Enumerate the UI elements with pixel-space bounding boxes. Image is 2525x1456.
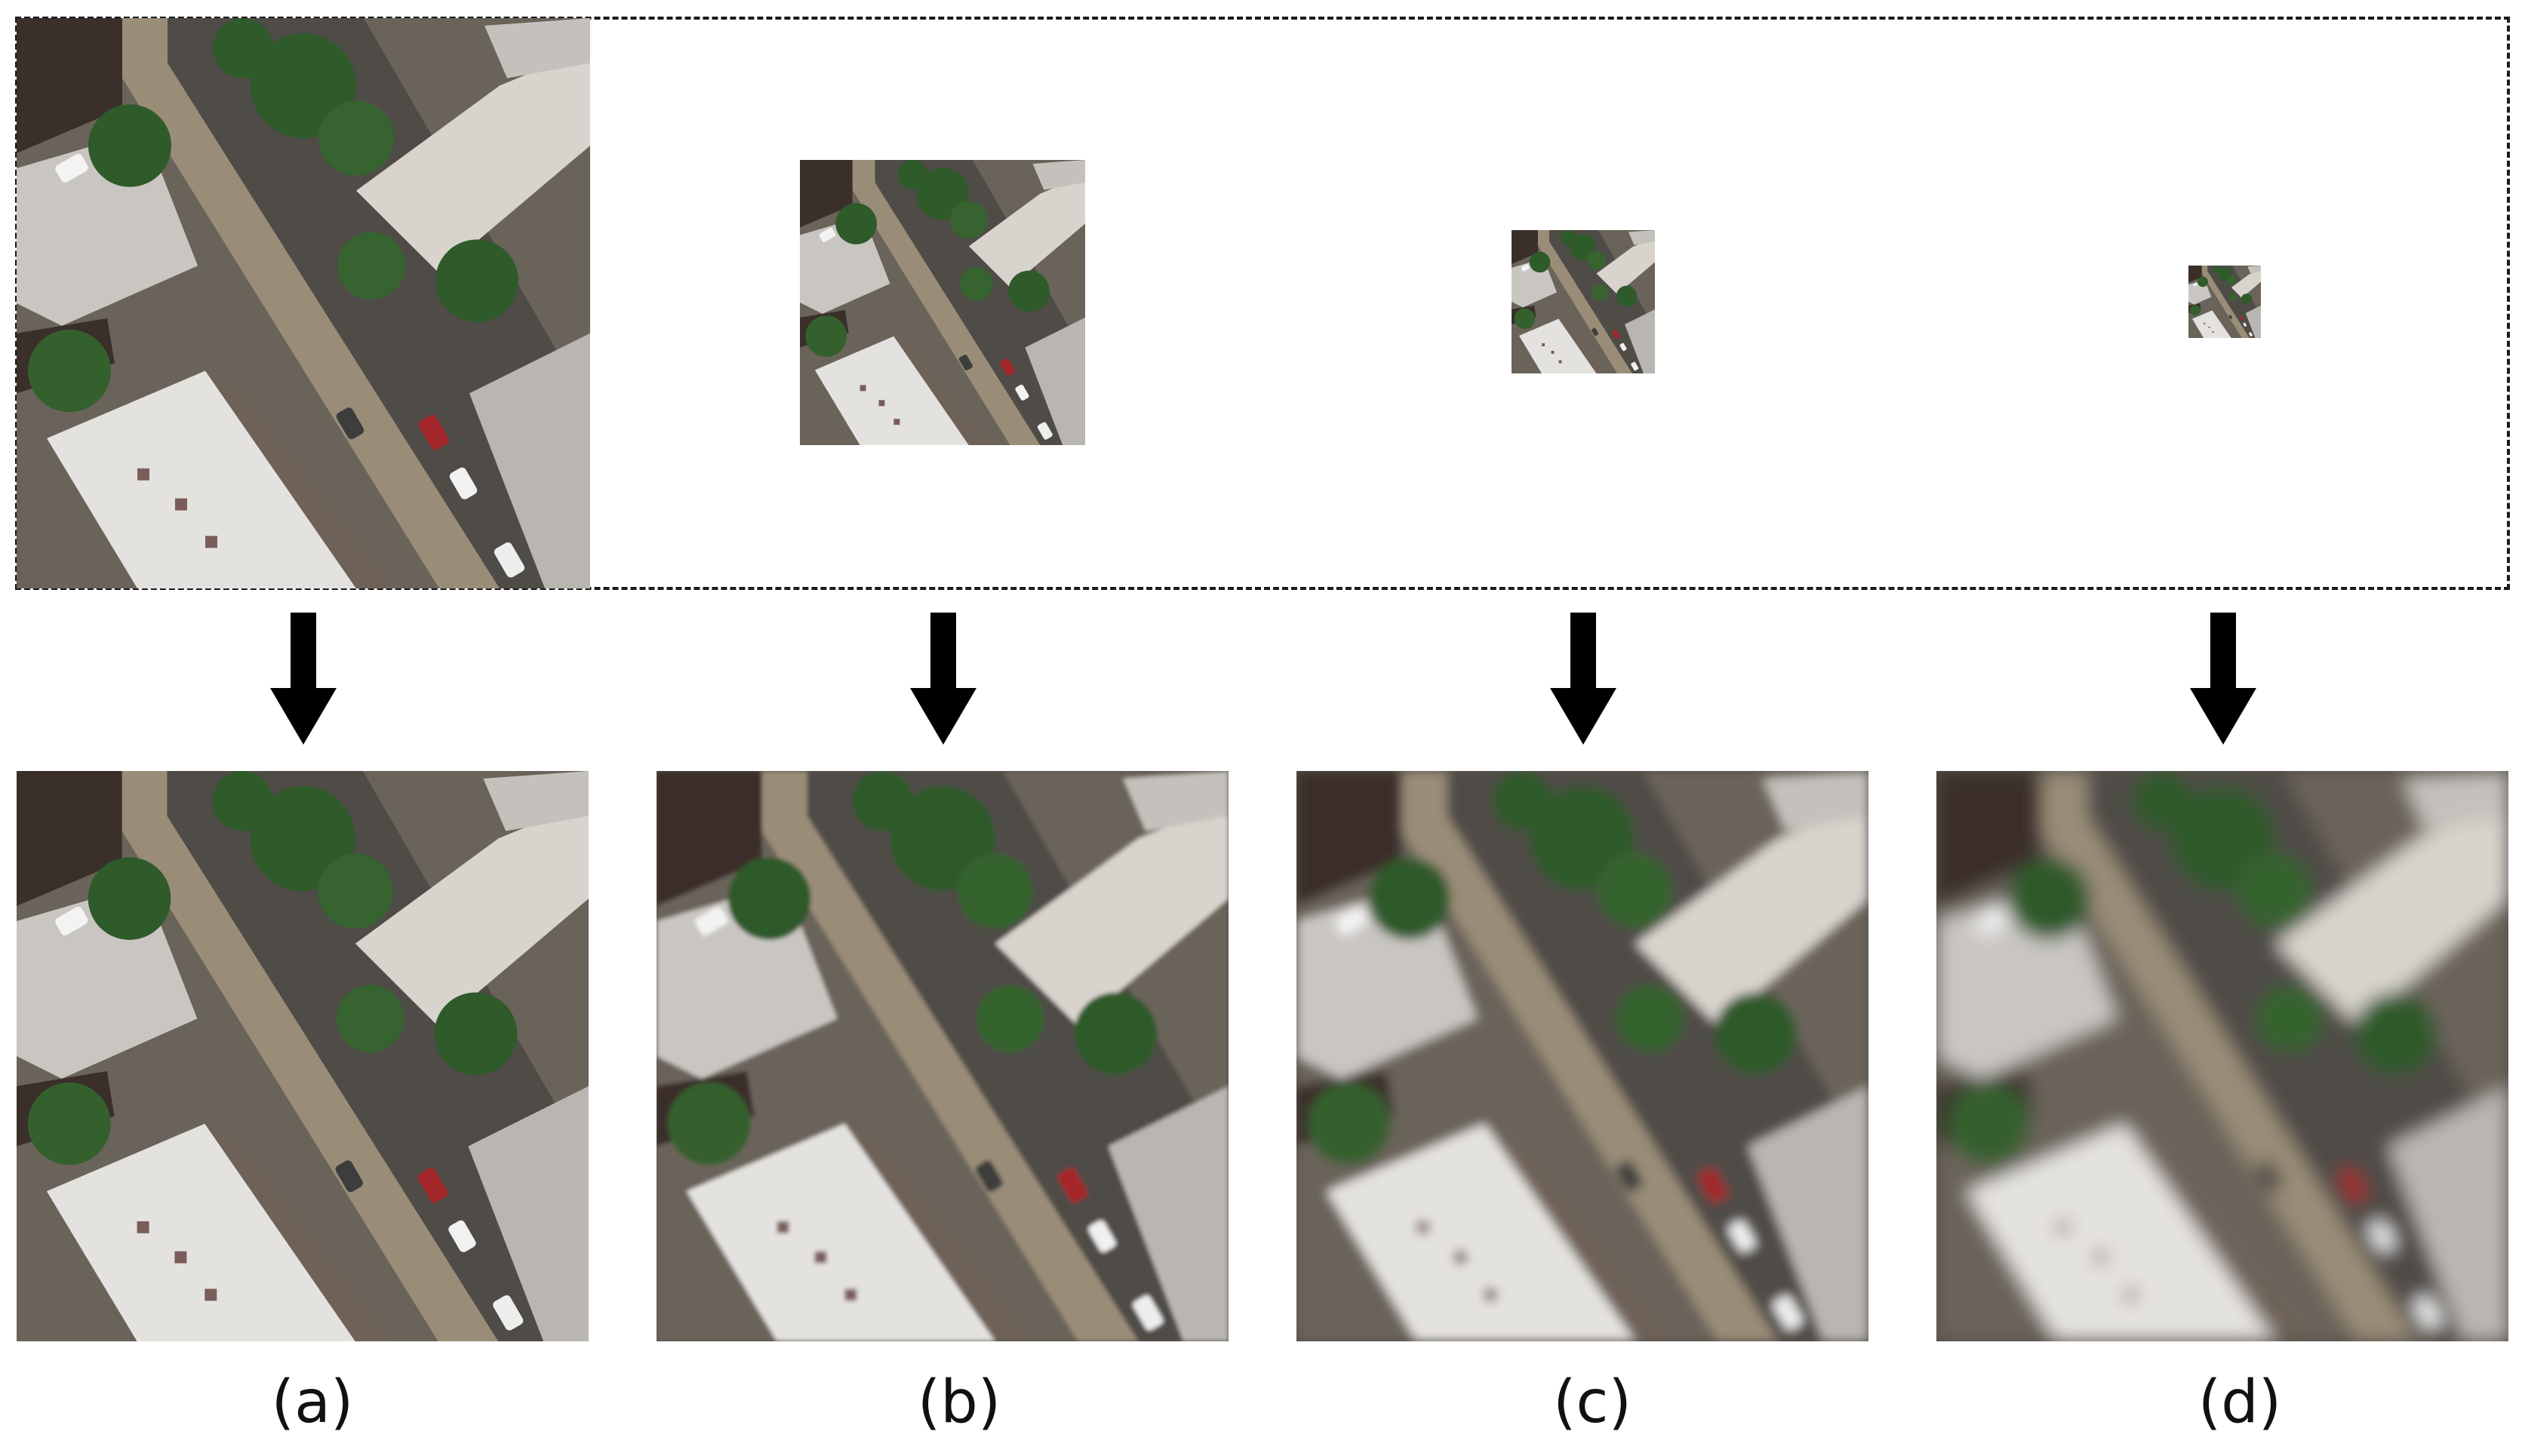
caption-c: (c) bbox=[1553, 1368, 1632, 1436]
image-c-downsampled bbox=[1512, 230, 1655, 373]
image-d-upscaled bbox=[1936, 771, 2508, 1341]
down-arrow-icon bbox=[1550, 613, 1616, 745]
down-arrow-icon bbox=[910, 613, 976, 745]
image-b-upscaled bbox=[657, 771, 1229, 1341]
caption-d: (d) bbox=[2197, 1368, 2282, 1436]
caption-b: (b) bbox=[917, 1368, 1001, 1436]
image-b-downsampled bbox=[800, 160, 1085, 445]
caption-a: (a) bbox=[271, 1368, 354, 1436]
image-d-downsampled bbox=[2188, 266, 2261, 338]
image-a-upscaled bbox=[17, 771, 589, 1341]
image-a-original bbox=[17, 18, 590, 588]
image-c-upscaled bbox=[1296, 771, 1868, 1341]
down-arrow-icon bbox=[2190, 613, 2256, 745]
down-arrow-icon bbox=[270, 613, 337, 745]
